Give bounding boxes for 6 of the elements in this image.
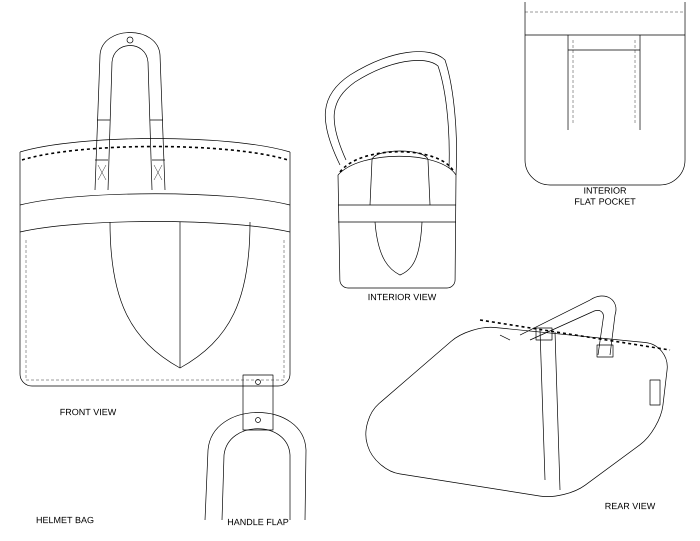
- view-caption: HANDLE FLAP: [228, 518, 288, 526]
- view-caption: INTERIOR FLAT POCKET: [575, 187, 636, 205]
- view-caption: FRONT VIEW: [60, 408, 116, 416]
- view-caption: HELMET BAG: [36, 516, 94, 524]
- view-caption: INTERIOR VIEW: [368, 294, 436, 300]
- view-caption: REAR VIEW: [606, 502, 656, 510]
